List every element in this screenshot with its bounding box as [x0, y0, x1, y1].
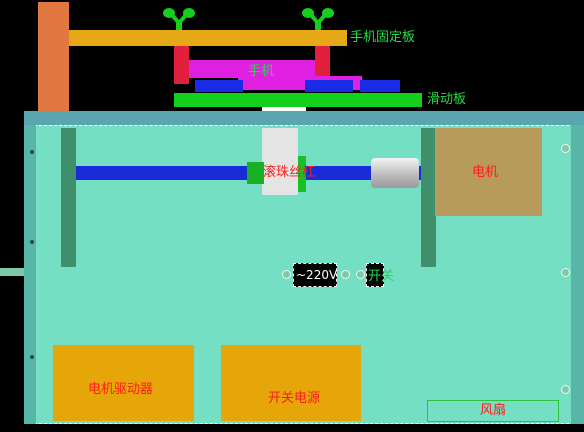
fan — [427, 400, 559, 422]
switch-label: 开关 — [368, 269, 395, 284]
motor-driver — [53, 345, 194, 421]
phone-body — [188, 60, 322, 78]
enclosure-left-wall — [24, 125, 36, 424]
motor-label: 电机 — [472, 165, 499, 180]
ball-screw-label: 滚珠丝杠 — [263, 165, 316, 180]
motor-shaft — [371, 158, 419, 188]
motor-driver-label: 电机驱动器 — [88, 382, 154, 397]
slider-block-c — [360, 80, 400, 92]
voltage-label: ~220V — [296, 268, 338, 282]
ring-icon — [356, 270, 365, 279]
slide-plate-label: 滑动板 — [427, 92, 467, 107]
ring-icon — [561, 268, 570, 277]
fixing-plate-label: 手机固定板 — [350, 30, 416, 45]
ring-icon — [561, 385, 570, 394]
clamp-right — [315, 46, 330, 76]
slider-block-a — [195, 80, 243, 92]
rivet-dot — [30, 240, 34, 244]
ring-icon — [341, 270, 350, 279]
enclosure-top-rail — [24, 111, 584, 126]
coupler-right — [298, 156, 306, 192]
switching-power-supply — [221, 345, 361, 421]
power-switch[interactable] — [366, 263, 384, 287]
phone-fixing-plate — [69, 30, 347, 46]
slide-plate-connector — [262, 107, 306, 113]
phone-label: 手机 — [248, 64, 275, 79]
slide-plate — [174, 93, 422, 107]
ring-icon — [282, 270, 291, 279]
enclosure-right-wall — [571, 125, 584, 424]
wing-nut-icon — [302, 8, 334, 30]
bearing-pillar-right — [421, 128, 436, 267]
voltage-input — [293, 263, 337, 287]
support-post — [38, 2, 69, 114]
rivet-dot — [30, 355, 34, 359]
clamp-left — [174, 46, 189, 84]
bearing-pillar-left — [61, 128, 76, 267]
coupler-left — [247, 162, 264, 184]
wing-nut-icon — [163, 8, 195, 30]
ball-screw-nut — [262, 128, 298, 195]
slider-block-b — [305, 80, 353, 92]
fan-label: 风扇 — [480, 403, 507, 418]
motor — [435, 128, 542, 216]
ring-icon — [561, 144, 570, 153]
rivet-dot — [30, 150, 34, 154]
switching-psu-label: 开关电源 — [268, 391, 321, 406]
